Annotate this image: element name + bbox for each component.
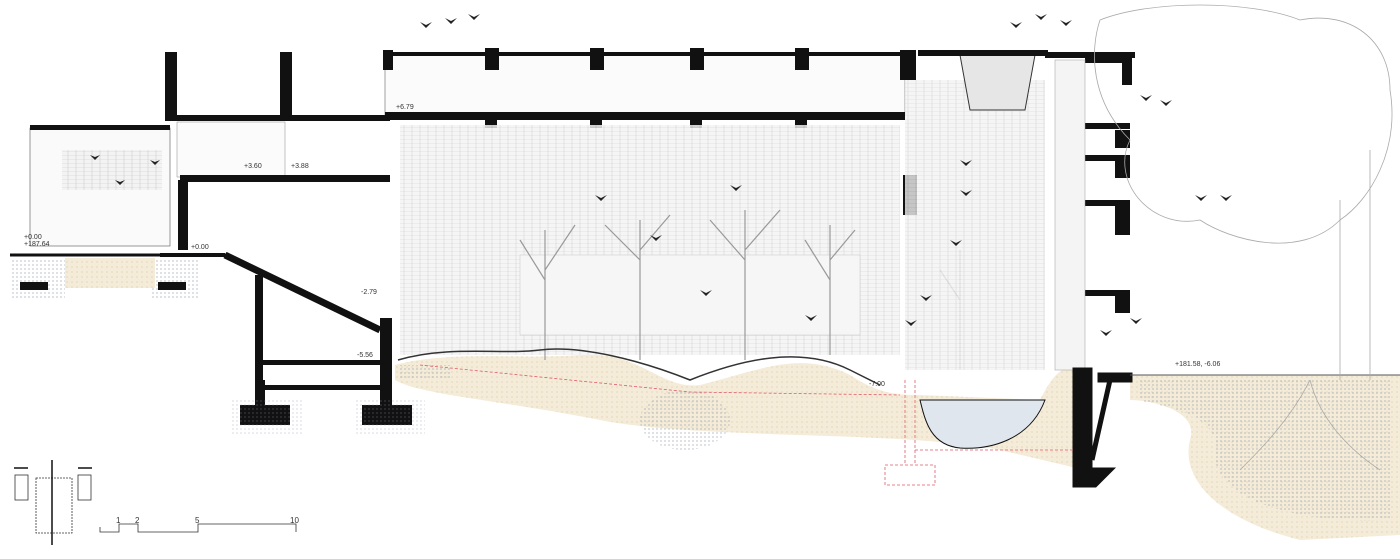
scale-tick-2: 2 (135, 516, 140, 525)
right-tower (905, 80, 1045, 370)
plantings (397, 348, 881, 386)
tower-wall-left (165, 52, 177, 120)
level-label-entry: +0.00 (191, 244, 209, 251)
stair (223, 251, 382, 334)
setting-out-lines (419, 364, 1075, 486)
skylight-funnel (959, 54, 1036, 111)
scale-tick-1: 1 (116, 516, 121, 525)
large-tree-outline (1094, 4, 1393, 471)
level-label-ground-left-abs: +187.64 (24, 241, 50, 248)
level-label-ground-left: +0.00 (24, 234, 42, 241)
groundwater-right (1140, 378, 1390, 521)
level-label-terrace: +3.88 (291, 163, 309, 170)
level-label-roof: +6.79 (396, 104, 414, 111)
office-floor (384, 54, 906, 116)
pond-gravel (398, 365, 450, 380)
scale-bar (99, 523, 297, 533)
soil-ground (395, 354, 1085, 470)
pond (919, 399, 1046, 449)
level-label-pond: -7.00 (869, 381, 885, 388)
level-label-stair: -2.79 (361, 289, 377, 296)
scale-tick-10: 10 (290, 516, 299, 525)
level-label-right-ground: +181.58, -6.06 (1175, 361, 1221, 368)
scale-tick-5: 5 (195, 516, 200, 525)
tower-wall-right (280, 52, 292, 120)
birds (90, 14, 1232, 336)
root-zone (640, 390, 730, 450)
level-label-mezzanine: +3.60 (244, 163, 262, 170)
key-plan (14, 460, 92, 545)
retaining-wall (1072, 367, 1133, 488)
level-label-basement: -5.56 (357, 352, 373, 359)
